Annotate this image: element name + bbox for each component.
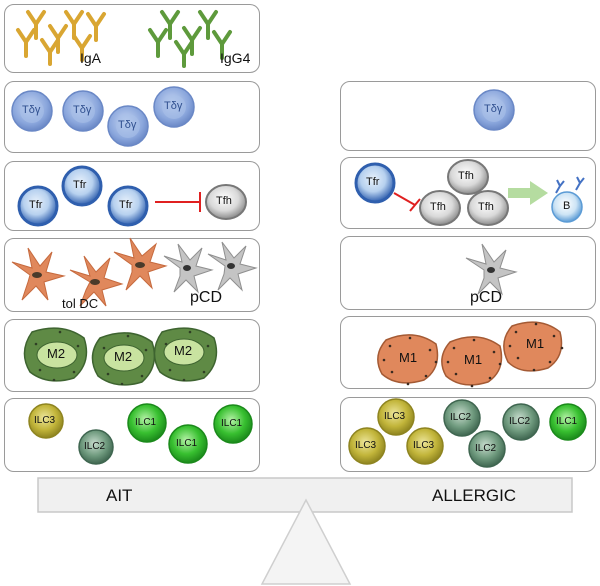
- tfr-cell: [107, 185, 149, 227]
- tfh-cell: [447, 159, 489, 195]
- ilc1-cell: [213, 404, 253, 444]
- tgd-cell: [153, 86, 195, 128]
- allergic-label: ALLERGIC: [432, 486, 517, 505]
- tgd-cell: [11, 90, 53, 132]
- ilc-label: ILC1: [135, 417, 157, 428]
- tolerogenic-dendritic-cell: [113, 237, 168, 291]
- pcd-label: pCD: [470, 289, 503, 306]
- m2-macrophage: [91, 332, 156, 386]
- m1-label: M1: [399, 350, 418, 365]
- tgd-label: Tδγ: [484, 103, 503, 115]
- m2-macrophage: [153, 327, 218, 382]
- ilc-label: ILC1: [221, 418, 243, 429]
- balance-scale: [37, 477, 573, 585]
- ilc-label: ILC1: [556, 416, 578, 427]
- ilc-label: ILC1: [176, 438, 198, 449]
- tgd-label: Tδγ: [164, 100, 183, 112]
- plasmacytoid-dendritic-cell: [163, 243, 214, 294]
- tolerogenic-dendritic-cell: [11, 247, 66, 301]
- m2-macrophage: [23, 327, 88, 382]
- inhibition-line: [393, 192, 421, 212]
- tolerogenic-dendritic-cell: [69, 255, 124, 307]
- m1-label: M1: [464, 352, 483, 367]
- ilc3-cell: [348, 427, 386, 465]
- m1-macrophage: [441, 336, 503, 388]
- ilc1-cell: [168, 424, 208, 464]
- tfr-label: Tfr: [119, 199, 133, 211]
- tfr-label: Tfr: [29, 199, 43, 211]
- tgd-cell: [107, 105, 149, 147]
- ilc3-cell: [406, 427, 444, 465]
- ilc1-cell: [127, 403, 167, 443]
- m1-macrophage: [503, 321, 564, 372]
- ait-label: AIT: [106, 486, 133, 505]
- iga-antibody-cluster: [16, 10, 106, 66]
- tfr-label: Tfr: [366, 176, 380, 188]
- ilc3-cell: [377, 398, 415, 436]
- b-cell-label: B: [563, 200, 571, 212]
- ilc2-cell: [443, 399, 481, 437]
- tfh-cell: [419, 190, 461, 226]
- tfh-label: Tfh: [216, 195, 232, 207]
- tfh-cell: [205, 184, 247, 220]
- b-cell: [551, 176, 585, 223]
- ilc1-cell: [549, 403, 587, 441]
- ilc-label: ILC2: [450, 412, 472, 423]
- igg4-label: IgG4: [220, 50, 251, 66]
- ilc-label: ILC3: [34, 415, 56, 426]
- tol-dc-label: tol DC: [62, 296, 99, 311]
- tgd-label: Tδγ: [22, 104, 41, 116]
- iga-label: IgA: [80, 50, 102, 66]
- tfh-label: Tfh: [478, 201, 494, 213]
- ilc-label: ILC3: [355, 440, 377, 451]
- tfr-cell: [17, 185, 59, 227]
- ilc-label: ILC3: [384, 411, 406, 422]
- tgd-cell: [473, 89, 515, 131]
- ilc3-cell: [28, 403, 64, 439]
- panel-dc-right: [340, 236, 596, 310]
- igg4-antibody-cluster: [148, 10, 232, 68]
- ilc-label: ILC2: [509, 416, 531, 427]
- tfr-cell: [354, 162, 396, 204]
- inhibition-line: [155, 192, 201, 212]
- m2-label: M2: [174, 343, 193, 358]
- m2-label: M2: [47, 346, 66, 361]
- tfh-label: Tfh: [430, 201, 446, 213]
- plasmacytoid-dendritic-cell: [207, 241, 258, 292]
- m1-macrophage: [377, 334, 439, 386]
- tfr-cell: [61, 165, 103, 207]
- tfr-label: Tfr: [73, 179, 87, 191]
- tgd-label: Tδγ: [73, 104, 92, 116]
- tgd-label: Tδγ: [118, 119, 137, 131]
- ilc2-cell: [502, 403, 540, 441]
- plasmacytoid-dendritic-cell: [465, 243, 518, 296]
- m2-label: M2: [114, 349, 133, 364]
- tgd-cell: [62, 90, 104, 132]
- tfh-cell: [467, 190, 509, 226]
- ilc-label: ILC2: [84, 441, 106, 452]
- tfh-label: Tfh: [458, 170, 474, 182]
- ilc2-cell: [468, 430, 506, 468]
- ilc-label: ILC3: [413, 440, 435, 451]
- panel-tgd-right: [340, 81, 596, 151]
- m1-label: M1: [526, 336, 545, 351]
- ilc-label: ILC2: [475, 443, 497, 454]
- ilc2-cell: [78, 429, 114, 465]
- activation-arrow: [508, 181, 548, 205]
- pcd-label: pCD: [190, 289, 223, 306]
